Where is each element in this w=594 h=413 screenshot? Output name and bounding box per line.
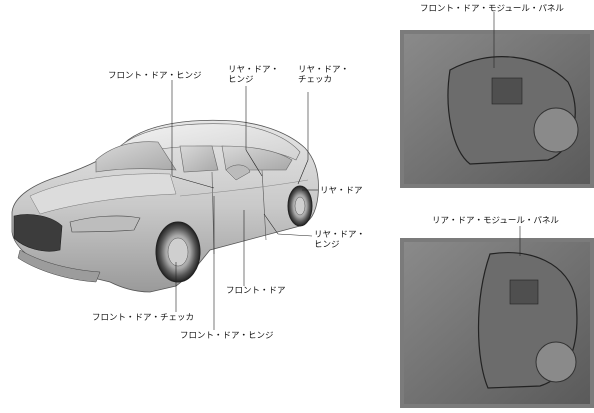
car-side-line — [179, 179, 309, 197]
leader-lines — [171, 80, 318, 330]
car-door-seam — [211, 171, 215, 255]
label-rear-door-hinge-top: リヤ・ドア・ ヒンジ — [228, 65, 280, 85]
car-bumper — [17, 249, 101, 283]
car-front-window — [179, 145, 219, 173]
car-headlight — [69, 215, 141, 233]
label-rear-module-panel: リア・ドア・モジュール・パネル — [432, 216, 559, 226]
label-rear-door: リヤ・ドア — [320, 186, 363, 196]
label-rear-door-checker-top: リヤ・ドア・ チェッカ — [298, 65, 350, 85]
car-rear-window — [221, 145, 293, 171]
label-front-door-hinge-top: フロント・ドア・ヒンジ — [108, 71, 202, 81]
label-front-door-checker: フロント・ドア・チェッカ — [92, 313, 195, 323]
label-front-door: フロント・ドア — [226, 286, 286, 296]
car-mirror — [225, 164, 251, 181]
car-door-seam-rear — [261, 169, 267, 241]
label-front-module-panel: フロント・ドア・モジュール・パネル — [420, 4, 564, 14]
label-rear-door-hinge-right: リヤ・ドア・ ヒンジ — [314, 230, 366, 250]
label-front-door-hinge-bottom: フロント・ドア・ヒンジ — [180, 331, 274, 341]
car-roof — [117, 123, 301, 161]
car-grille — [13, 214, 63, 252]
car-hood — [29, 173, 177, 215]
car-windshield — [95, 141, 177, 173]
